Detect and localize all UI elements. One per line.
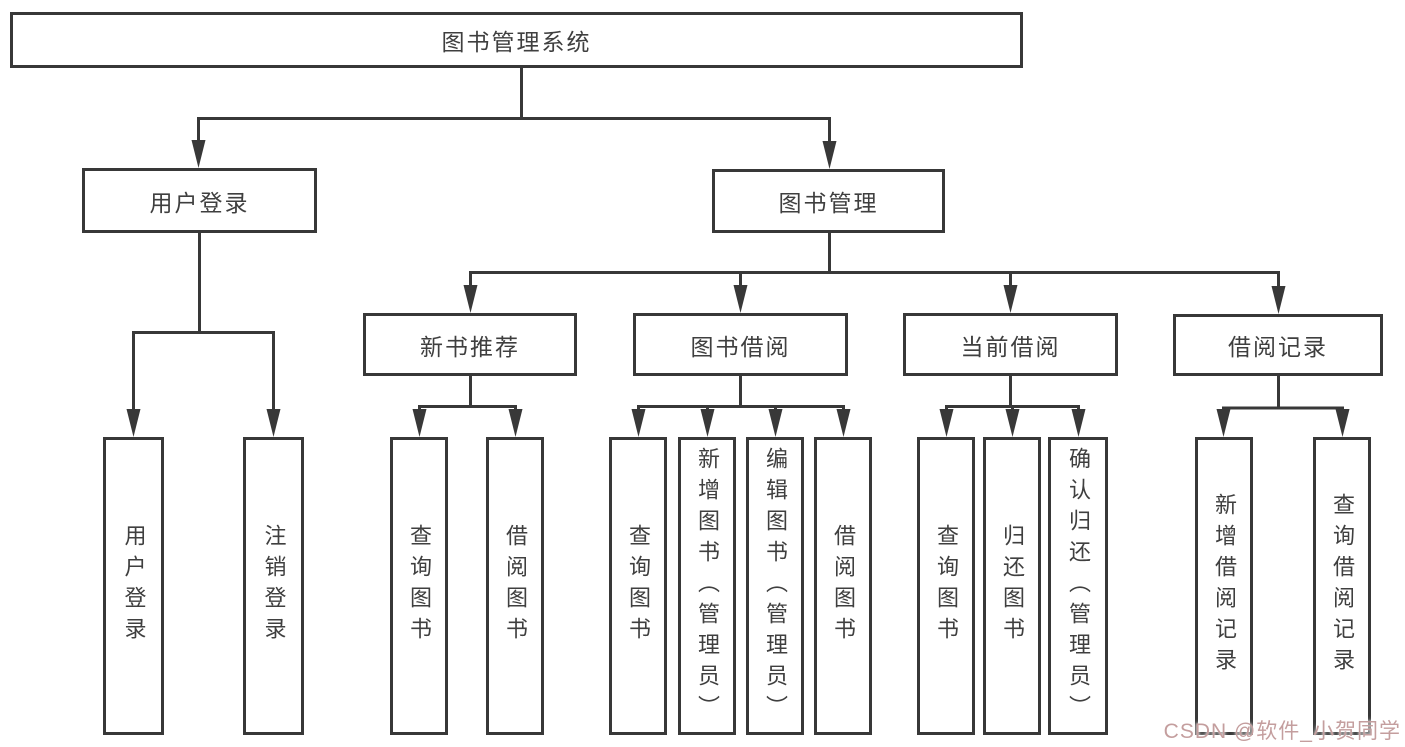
- leaf-label: 查询图书: [626, 524, 651, 648]
- arrow-icon: [836, 409, 851, 437]
- leaf-user-login: 用户登录: [103, 437, 164, 735]
- arrow-icon: [1005, 409, 1020, 437]
- arrow-icon: [412, 409, 427, 437]
- leaf-label: 确认归还（管理员）: [1066, 446, 1091, 726]
- edge-new-book-recommend-children: [418, 376, 517, 414]
- node-borrow-records: 借阅记录: [1173, 314, 1383, 376]
- leaf-label: 借阅图书: [503, 524, 528, 648]
- leaf-label: 查询图书: [934, 524, 959, 648]
- node-new-book-recommend: 新书推荐: [363, 313, 577, 376]
- leaf-label: 用户登录: [121, 524, 147, 648]
- edge-book-borrow-children: [637, 376, 845, 414]
- leaf-edit-books-admin: 编辑图书（管理员）: [746, 437, 804, 735]
- node-book-manage: 图书管理: [712, 169, 945, 233]
- arrow-icon: [822, 141, 837, 169]
- arrow-icon: [1003, 285, 1018, 313]
- node-book-borrow: 图书借阅: [633, 313, 848, 376]
- leaf-label: 归还图书: [1000, 524, 1025, 648]
- leaf-query-books-borrow: 查询图书: [609, 437, 667, 735]
- leaf-logout: 注销登录: [243, 437, 304, 735]
- leaf-add-borrow-record: 新增借阅记录: [1195, 437, 1253, 735]
- edge-user-login-children: [132, 233, 275, 414]
- leaf-borrow-books-borrow: 借阅图书: [814, 437, 872, 735]
- leaf-label: 查询图书: [407, 524, 432, 648]
- leaf-confirm-return-admin: 确认归还（管理员）: [1048, 437, 1108, 735]
- arrow-icon: [463, 285, 478, 313]
- leaf-query-books-recommend: 查询图书: [390, 437, 448, 735]
- arrow-icon: [1071, 409, 1086, 437]
- arrow-icon: [768, 409, 783, 437]
- leaf-borrow-books-recommend: 借阅图书: [486, 437, 544, 735]
- arrow-icon: [1216, 409, 1231, 437]
- leaf-label: 借阅图书: [831, 524, 856, 648]
- arrowheads: [126, 140, 1350, 437]
- edge-book-manage-children: [469, 233, 1280, 291]
- leaf-label: 查询借阅记录: [1330, 493, 1355, 679]
- edge-root-to-level2: [197, 68, 831, 147]
- leaf-query-borrow-record: 查询借阅记录: [1313, 437, 1371, 735]
- node-current-borrow: 当前借阅: [903, 313, 1118, 376]
- leaf-add-books-admin: 新增图书（管理员）: [678, 437, 736, 735]
- arrow-icon: [126, 409, 141, 437]
- arrow-icon: [939, 409, 954, 437]
- arrow-icon: [631, 409, 646, 437]
- csdn-watermark: CSDN @软件_小贺同学: [1163, 720, 1401, 743]
- arrow-icon: [508, 409, 523, 437]
- leaf-return-books: 归还图书: [983, 437, 1041, 735]
- node-user-login: 用户登录: [82, 168, 317, 233]
- leaf-label: 新增借阅记录: [1212, 493, 1237, 679]
- leaf-label: 注销登录: [261, 524, 287, 648]
- leaf-query-books-current: 查询图书: [917, 437, 975, 735]
- arrow-icon: [733, 285, 748, 313]
- arrow-icon: [191, 140, 206, 168]
- arrow-icon: [700, 409, 715, 437]
- node-root-library-system: 图书管理系统: [10, 12, 1023, 68]
- arrow-icon: [1335, 409, 1350, 437]
- edge-borrow-records-children: [1222, 376, 1344, 414]
- arrow-icon: [1271, 286, 1286, 314]
- leaf-label: 新增图书（管理员）: [695, 446, 720, 726]
- edge-current-borrow-children: [945, 376, 1080, 414]
- arrow-icon: [266, 409, 281, 437]
- leaf-label: 编辑图书（管理员）: [763, 446, 788, 726]
